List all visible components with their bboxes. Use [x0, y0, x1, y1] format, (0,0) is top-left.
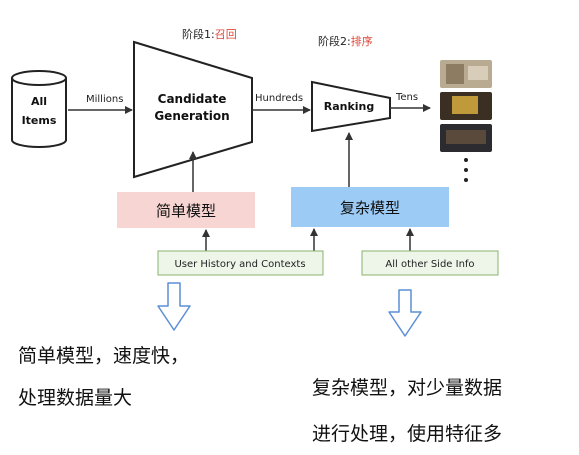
candidate-generation-label-line2: Generation — [154, 109, 229, 123]
candidate-generation-funnel — [133, 40, 253, 179]
ranking-label: Ranking — [324, 100, 375, 113]
ranking-funnel — [311, 80, 391, 133]
millions-label: Millions — [86, 94, 123, 105]
tens-label: Tens — [395, 92, 418, 103]
stage-1-title: 阶段1:召回 — [182, 27, 237, 41]
database-cylinder-icon — [11, 70, 67, 148]
hundreds-label: Hundreds — [255, 93, 303, 104]
all-items-label-line2: Items — [22, 114, 57, 127]
complex-model-label: 复杂模型 — [340, 199, 400, 217]
candidate-generation-label-line1: Candidate — [158, 92, 227, 106]
user-history-label: User History and Contexts — [174, 259, 305, 270]
side-info-box — [361, 250, 499, 276]
result-thumbnails — [440, 60, 492, 152]
simple-model-note-line2: 处理数据量大 — [18, 387, 133, 409]
simple-model-note-line1: 简单模型，速度快， — [18, 345, 190, 367]
simple-model-label: 简单模型 — [156, 202, 216, 220]
user-history-box — [157, 250, 324, 276]
side-info-label: All other Side Info — [385, 259, 474, 270]
hollow-down-arrow-icon — [388, 289, 422, 337]
all-items-label-line1: All — [31, 95, 47, 108]
stage-2-title: 阶段2:排序 — [318, 34, 373, 48]
complex-model-note-line1: 复杂模型，对少量数据 — [312, 377, 503, 399]
complex-model-note-line2: 进行处理，使用特征多 — [312, 423, 503, 445]
vertical-ellipsis-icon — [464, 158, 468, 182]
hollow-down-arrow-icon — [157, 282, 191, 331]
simple-model-box — [117, 192, 255, 228]
complex-model-box — [291, 187, 449, 227]
